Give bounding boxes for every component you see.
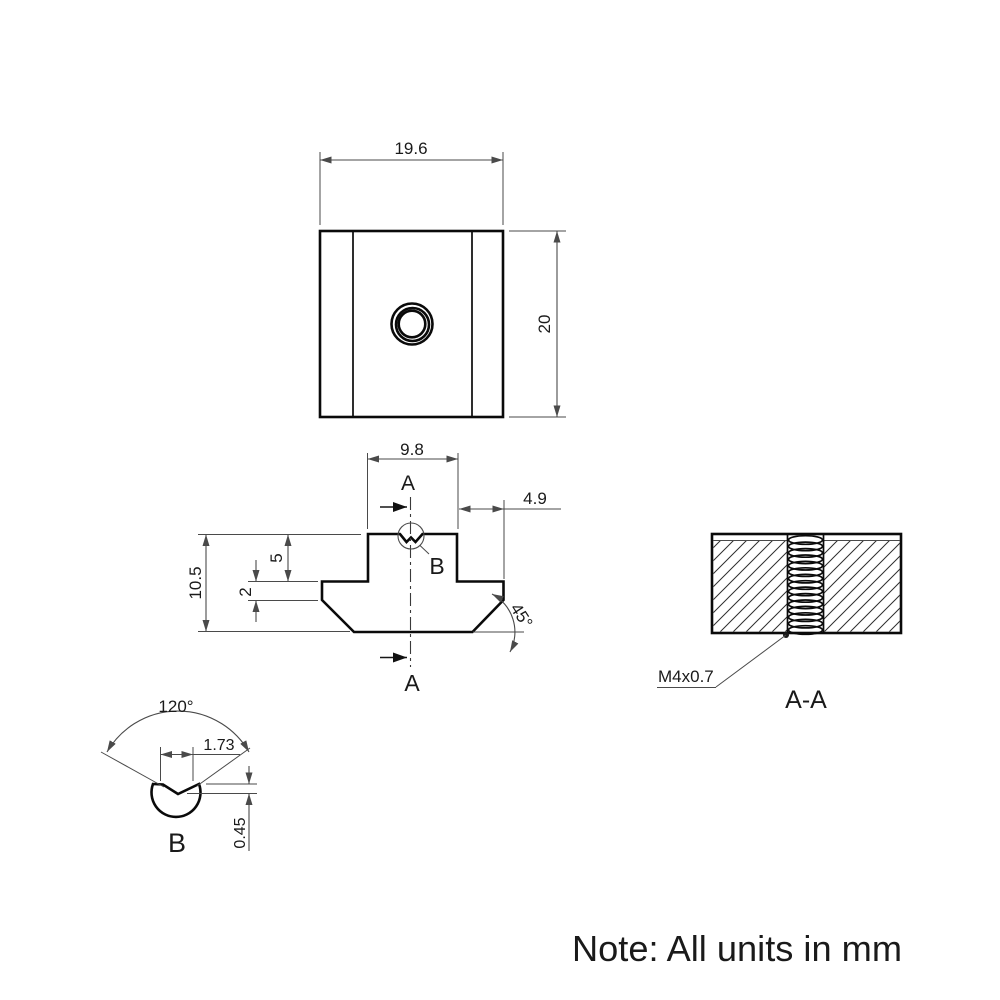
thread-hole-top	[390, 302, 434, 346]
section-marker-bottom-label: A	[404, 670, 420, 696]
section-aa-view: M4x0.7 A-A	[657, 532, 903, 714]
section-marker-top-label: A	[401, 472, 415, 495]
section-body	[710, 532, 903, 635]
section-cut-marks: A A	[380, 472, 420, 696]
groove-width-label: 1.73	[203, 737, 234, 754]
detail-b-title: B	[168, 828, 186, 858]
detail-marker-label: B	[429, 553, 444, 579]
hatch-left	[713, 541, 787, 632]
dimension-lip-height: 2	[236, 560, 318, 622]
dimension-side-width: 4.9	[459, 489, 561, 579]
dimension-top-width: 19.6	[319, 139, 504, 225]
thread-callout-label: M4x0.7	[658, 667, 714, 686]
detail-b-view: 120° 1.73 0.45 B	[100, 697, 257, 858]
dimension-groove-angle: 120°	[100, 697, 251, 788]
dimension-top-height: 20	[509, 230, 566, 418]
front-view: A A B 9.8 4.9 10.5 5	[186, 440, 561, 696]
hatch-right	[824, 541, 900, 632]
neck-height-label: 5	[267, 553, 286, 562]
top-view-outline	[318, 229, 505, 419]
side-width-label: 4.9	[523, 489, 547, 508]
dimension-slot-width: 9.8	[367, 440, 459, 529]
top-view: 19.6 20	[318, 139, 566, 419]
dimension-neck-height: 5	[267, 534, 292, 582]
total-height-label: 10.5	[186, 566, 205, 599]
top-width-label: 19.6	[394, 139, 427, 158]
dimension-groove-depth: 0.45	[187, 766, 257, 851]
section-aa-title: A-A	[785, 686, 827, 714]
groove-detail-shape	[150, 782, 202, 819]
lip-height-label: 2	[236, 587, 255, 596]
units-note: Note: All units in mm	[572, 928, 902, 969]
thread-bore	[786, 534, 825, 636]
groove-depth-label: 0.45	[232, 817, 249, 848]
chamfer-angle-label: 45°	[506, 600, 536, 632]
dimension-total-height: 10.5	[186, 534, 361, 632]
top-height-label: 20	[535, 315, 554, 334]
groove-angle-label: 120°	[158, 697, 193, 716]
t-nut-profile	[320, 532, 505, 634]
slot-width-label: 9.8	[400, 440, 424, 459]
thread-callout-leader: M4x0.7	[657, 632, 789, 688]
dimension-groove-width: 1.73	[160, 737, 240, 781]
detail-b-callout: B	[397, 522, 445, 579]
